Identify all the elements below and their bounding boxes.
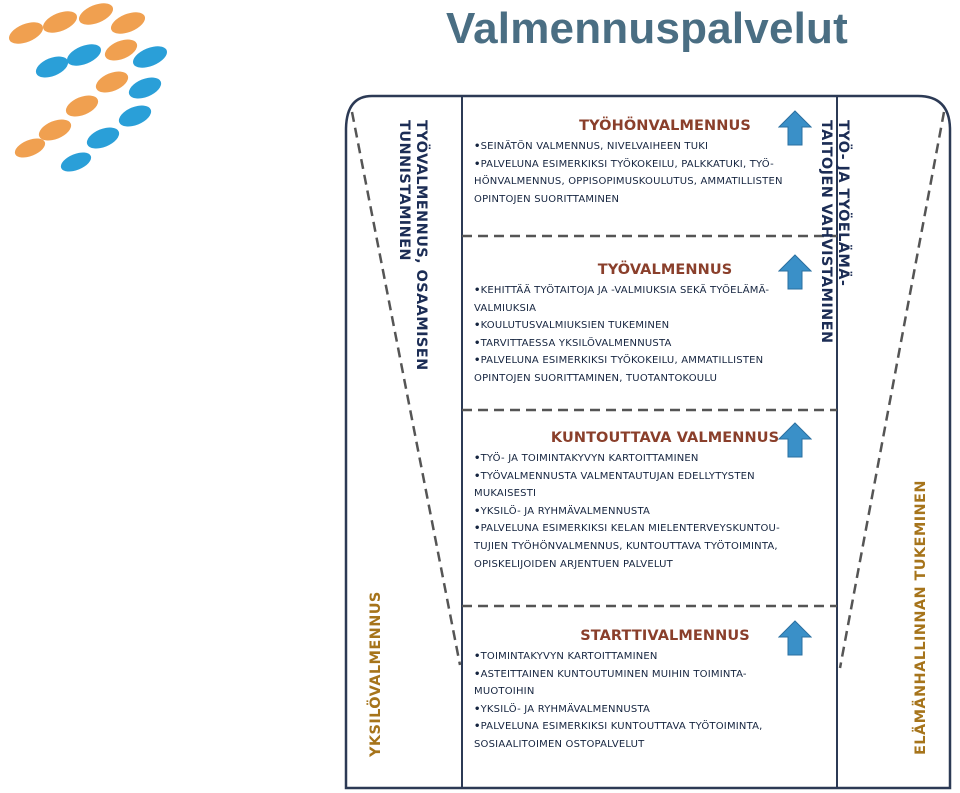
stage-title: KUNTOUTTAVA VALMENNUS — [550, 430, 780, 446]
bullet-item: TOIMINTAKYVYN KARTOITTAMINEN — [474, 648, 834, 666]
bullet-item: PALVELUNA ESIMERKIKSI TYÖKOKEILU, PALKKA… — [474, 156, 834, 174]
up-arrow-icon — [778, 620, 812, 656]
bullet-continuation: OPINTOJEN SUORITTAMINEN — [474, 193, 620, 205]
up-arrow-icon — [778, 254, 812, 290]
bullet-continuation: MUKAISESTI — [474, 488, 537, 500]
dot-grid-logo — [8, 3, 168, 172]
bullet-continuation: VALMIUKSIA — [474, 302, 537, 314]
bullet-item: TYÖVALMENNUSTA VALMENTAUTUJAN EDELLYTYST… — [474, 468, 834, 486]
stage-title: STARTTIVALMENNUS — [580, 628, 750, 644]
stage-title: TYÖHÖNVALMENNUS — [579, 118, 751, 134]
bullet-item: PALVELUNA ESIMERKIKSI KELAN MIELENTERVEY… — [474, 520, 834, 538]
bullet-item: YKSILÖ- JA RYHMÄVALMENNUSTA — [474, 503, 834, 521]
logo-blue-dots — [35, 44, 168, 172]
stage-bullets: TYÖ- JA TOIMINTAKYVYN KARTOITTAMINEN TYÖ… — [474, 450, 834, 573]
bullet-item: YKSILÖ- JA RYHMÄVALMENNUSTA — [474, 701, 834, 719]
bullet-item: KOULUTUSVALMIUKSIEN TUKEMINEN — [474, 317, 834, 335]
stage-kuntouttava-valmennus: KUNTOUTTAVA VALMENNUS TYÖ- JA TOIMINTAKY… — [474, 422, 834, 573]
logo-orange-dots — [8, 3, 146, 158]
bullet-continuation: HÖNVALMENNUS, OPPISOPIMUSKOULUTUS, AMMAT… — [474, 176, 783, 188]
outer-label-left: YKSILÖVALMENNUS — [368, 591, 384, 757]
funnel-right-dashed — [838, 111, 946, 669]
outer-rounded-frame — [344, 94, 952, 790]
up-arrow-icon — [778, 422, 812, 458]
bullet-item: ASTEITTAINEN KUNTOUTUMINEN MUIHIN TOIMIN… — [474, 666, 834, 684]
outer-label-right: ELÄMÄNHALLINNAN TUKEMINEN — [913, 480, 929, 755]
bullet-item: SEINÄTÖN VALMENNUS, NIVELVAIHEEN TUKI — [474, 138, 834, 156]
bullet-item: TARVITTAESSA YKSILÖVALMENNUSTA — [474, 335, 834, 353]
bullet-item: PALVELUNA ESIMERKIKSI TYÖKOKEILU, AMMATI… — [474, 352, 834, 370]
stage-tyohonvalmennus: TYÖHÖNVALMENNUS SEINÄTÖN VALMENNUS, NIVE… — [474, 110, 834, 208]
bullet-item: PALVELUNA ESIMERKIKSI KUNTOUTTAVA TYÖTOI… — [474, 718, 834, 736]
side-label-left-line1: TYÖVALMENNUS, OSAAMISEN — [413, 120, 429, 371]
stage-bullets: KEHITTÄÄ TYÖTAITOJA JA -VALMIUKSIA SEKÄ … — [474, 282, 834, 388]
stage-bullets: SEINÄTÖN VALMENNUS, NIVELVAIHEEN TUKI PA… — [474, 138, 834, 208]
bullet-continuation: OPINTOJEN SUORITTAMINEN, TUOTANTOKOULU — [474, 372, 718, 384]
stage-starttivalmennus: STARTTIVALMENNUS TOIMINTAKYVYN KARTOITTA… — [474, 620, 834, 754]
bullet-continuation: TUJIEN TYÖHÖNVALMENNUS, KUNTOUTTAVA TYÖT… — [474, 540, 778, 552]
bullet-continuation: SOSIAALITOIMEN OSTOPALVELUT — [474, 738, 645, 750]
bullet-item: TYÖ- JA TOIMINTAKYVYN KARTOITTAMINEN — [474, 450, 834, 468]
stage-tyovalmennus: TYÖVALMENNUS KEHITTÄÄ TYÖTAITOJA JA -VAL… — [474, 254, 834, 388]
side-label-left: TYÖVALMENNUS, OSAAMISEN TUNNISTAMINEN — [395, 120, 429, 371]
bullet-item: KEHITTÄÄ TYÖTAITOJA JA -VALMIUKSIA SEKÄ … — [474, 282, 834, 300]
page-title: Valmennuspalvelut — [446, 4, 848, 53]
bullet-continuation: OPISKELIJOIDEN ARJENTUEN PALVELUT — [474, 558, 673, 570]
up-arrow-icon — [778, 110, 812, 146]
bullet-continuation: MUOTOIHIN — [474, 686, 535, 698]
stage-title: TYÖVALMENNUS — [597, 262, 733, 278]
side-label-right-line1: TYÖ- JA TYÖELÄMÄ- — [835, 120, 851, 287]
side-label-left-line2: TUNNISTAMINEN — [396, 120, 412, 261]
stage-bullets: TOIMINTAKYVYN KARTOITTAMINEN ASTEITTAINE… — [474, 648, 834, 754]
funnel-left-dashed — [350, 111, 462, 666]
